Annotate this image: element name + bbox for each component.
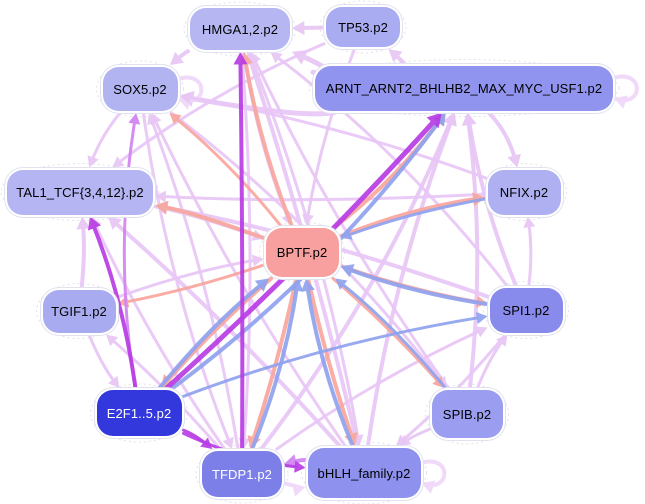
- node-halo-tal1: [0, 163, 160, 221]
- edge-tgif1-e2f1: [87, 333, 120, 388]
- node-arnt[interactable]: ARNT_ARNT2_BHLHB2_MAX_MYC_USF1.p2: [315, 65, 613, 111]
- node-halo-sox5: [96, 60, 184, 118]
- edge-tfdp1-hmga: [233, 52, 248, 451]
- node-spi1[interactable]: SPI1.p2: [489, 287, 563, 333]
- edge-e2f1-spi1: [182, 312, 488, 398]
- edge-tfdp1-bhlh: [282, 481, 306, 497]
- edge-tp53-hmga: [292, 21, 326, 35]
- node-label: TFDP1.p2: [211, 466, 273, 482]
- edge-sox5-tfdp1: [141, 111, 234, 449]
- edge-nfix-tal1: [155, 190, 487, 203]
- node-label: E2F1..5.p2: [106, 405, 172, 421]
- node-label: BPTF.p2: [276, 244, 328, 260]
- node-tal1[interactable]: TAL1_TCF{3,4,12}.p2: [7, 169, 153, 215]
- edge-tfdp1-sox5: [147, 113, 240, 451]
- edge-spi1-bptf: [340, 264, 490, 307]
- edge-e2f1-tal1: [88, 216, 138, 390]
- node-label: HMGA1,2.p2: [201, 21, 279, 37]
- node-nfix[interactable]: NFIX.p2: [487, 169, 561, 215]
- edge-bhlh-bptf: [301, 278, 355, 448]
- edge-tp53-tal1: [112, 42, 326, 168]
- edge-tfdp1-arnt: [259, 112, 456, 451]
- edge-spib-hmga: [250, 52, 450, 390]
- node-tp53[interactable]: TP53.p2: [326, 7, 400, 47]
- edge-arnt-nfix: [486, 110, 521, 168]
- node-halo-bhlh: [301, 441, 427, 504]
- node-label: bHLH_family.p2: [317, 465, 411, 481]
- edge-e2f1-bptf: [157, 278, 269, 390]
- node-halo-arnt: [308, 59, 620, 117]
- node-halo-tfdp1: [195, 444, 289, 504]
- node-label: TGIF1.p2: [51, 303, 107, 319]
- node-tgif1[interactable]: TGIF1.p2: [42, 289, 116, 333]
- node-bhlh[interactable]: bHLH_family.p2: [307, 448, 421, 498]
- edge-spib-arnt: [461, 112, 480, 390]
- node-halo-spi1: [483, 281, 569, 339]
- edge-spi1-nfix: [523, 216, 536, 287]
- node-label: TP53.p2: [338, 19, 388, 35]
- edge-nfix-sox5: [179, 91, 487, 180]
- node-halo-spib: [425, 383, 509, 445]
- edge-spib-bptf: [335, 278, 447, 390]
- edge-sox5-tal1: [87, 111, 122, 168]
- node-e2f1[interactable]: E2F1..5.p2: [96, 390, 182, 436]
- edge-bhlh-bhlh: [416, 459, 447, 494]
- node-label: SPIB.p2: [442, 406, 492, 422]
- node-label: NFIX.p2: [499, 184, 549, 200]
- edge-tgif1-tal1: [76, 216, 91, 290]
- node-label: SOX5.p2: [113, 81, 167, 97]
- edge-hmga-sox5: [169, 49, 190, 65]
- node-hmga[interactable]: HMGA1,2.p2: [190, 8, 290, 50]
- edge-tfdp1-spi1: [275, 326, 488, 451]
- edge-bptf-spib: [331, 277, 444, 388]
- node-spib[interactable]: SPIB.p2: [431, 390, 503, 438]
- edge-arnt-tp53: [388, 49, 406, 66]
- node-halo-nfix: [481, 163, 567, 221]
- edge-arnt-arnt: [609, 74, 639, 109]
- edge-bptf-tal1: [155, 200, 266, 240]
- node-halo-tp53: [319, 0, 407, 54]
- node-bptf[interactable]: BPTF.p2: [265, 227, 339, 277]
- node-tfdp1[interactable]: TFDP1.p2: [202, 451, 282, 497]
- node-label: SPI1.p2: [502, 302, 550, 318]
- edge-bptf-sox5: [169, 113, 283, 227]
- node-label: ARNT_ARNT2_BHLHB2_MAX_MYC_USF1.p2: [325, 80, 603, 96]
- node-label: TAL1_TCF{3,4,12}.p2: [16, 184, 144, 200]
- node-sox5[interactable]: SOX5.p2: [102, 67, 178, 111]
